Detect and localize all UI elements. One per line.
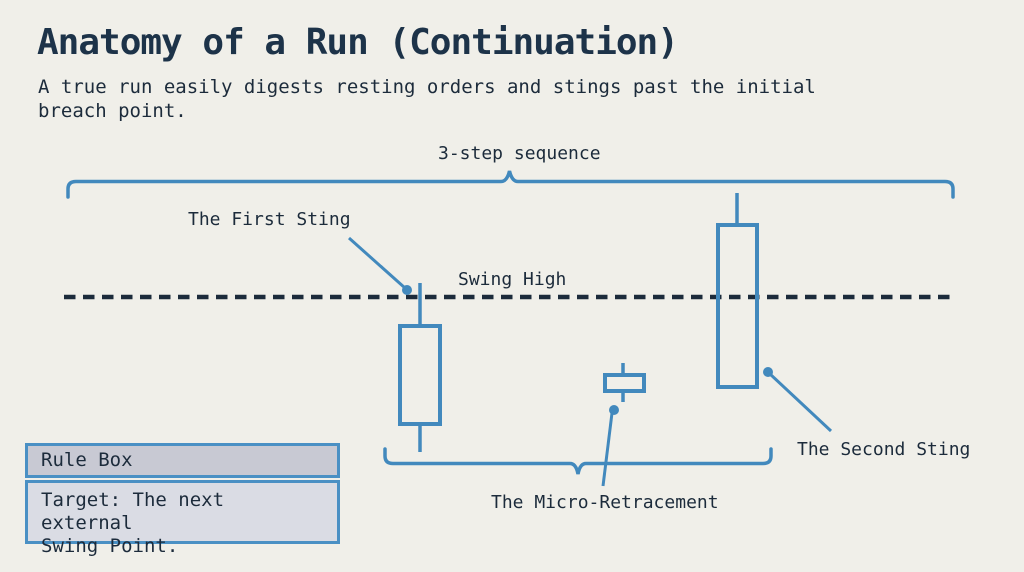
first-candle (398, 283, 442, 452)
rule-box-line-1: Target: The next external (41, 489, 225, 534)
second-sting-label: The Second Sting (797, 439, 971, 460)
subtitle-line-1: A true run easily digests resting orders… (38, 76, 816, 98)
sequence-brace (66, 170, 955, 199)
micro-retracement-label: The Micro-Retracement (491, 492, 719, 513)
sequence-label: 3-step sequence (438, 143, 601, 164)
subtitle-line-2: breach point. (38, 100, 187, 122)
first-sting-leader-line (348, 236, 412, 295)
second-candle-body (716, 223, 759, 389)
second-sting-leader-line (763, 367, 833, 433)
second-candle (716, 193, 759, 389)
page-title: Anatomy of a Run (Continuation) (37, 22, 679, 63)
rule-box-body: Target: The next external Swing Point. (25, 480, 340, 557)
rule-box: Rule Box Target: The next external Swing… (25, 443, 340, 557)
micro-retracement-dot (609, 405, 619, 415)
micro-candle-body (603, 373, 646, 393)
first-candle-body (398, 324, 442, 426)
micro-retracement-bracket (383, 447, 773, 475)
first-sting-dot (402, 285, 412, 295)
swing-high-label: Swing High (458, 269, 567, 290)
micro-retracement-leader-line (601, 405, 619, 487)
subtitle: A true run easily digests resting orders… (38, 75, 816, 123)
rule-box-line-2: Swing Point. (41, 535, 179, 557)
micro-candle (603, 363, 646, 402)
rule-box-header: Rule Box (25, 443, 340, 478)
first-sting-label: The First Sting (188, 209, 351, 230)
